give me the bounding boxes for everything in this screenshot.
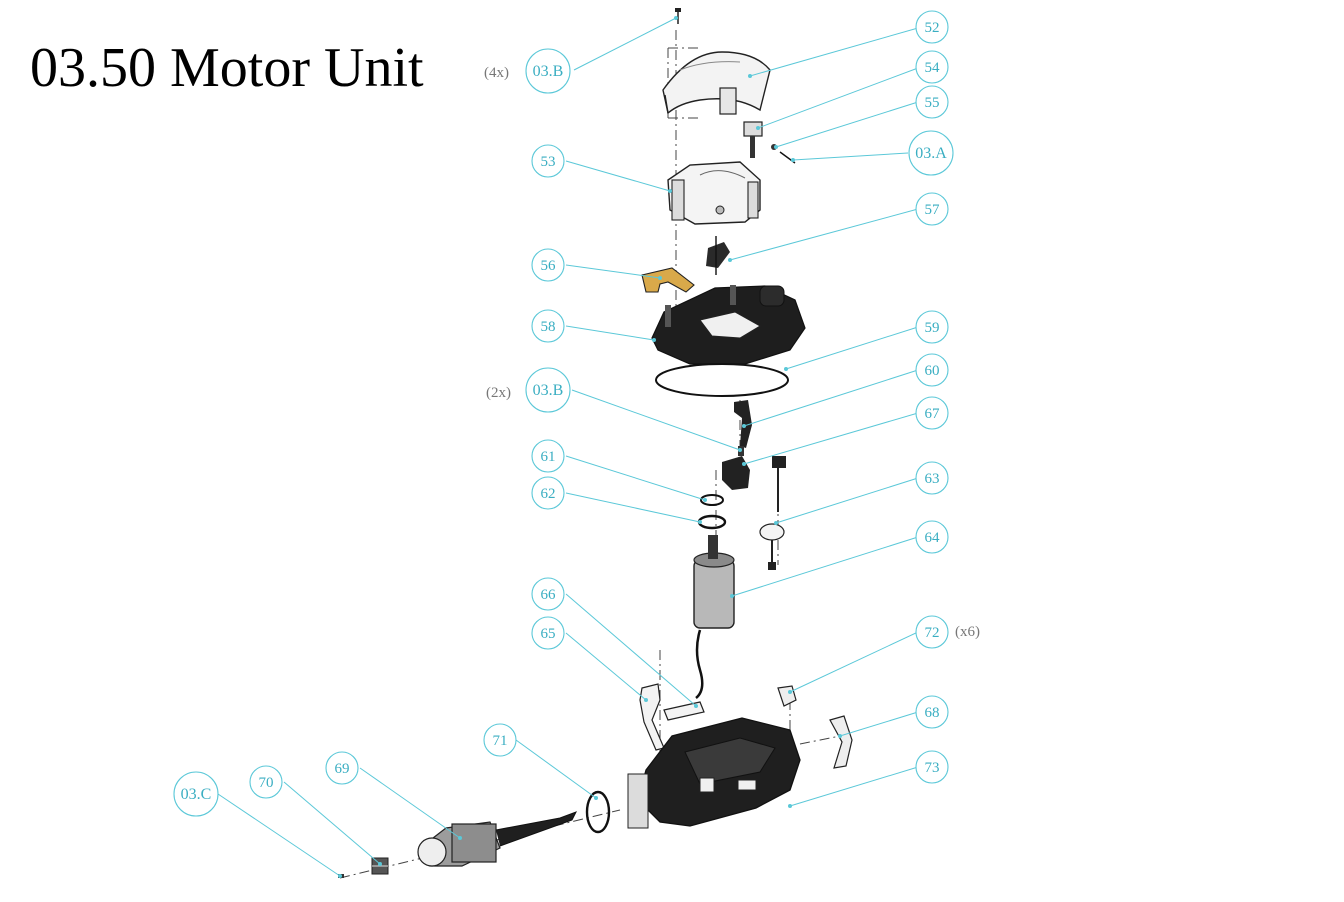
callout-60-label: 60 [925,363,940,379]
callout-72-label: 72 [925,625,940,641]
part-59-o-ring [655,363,789,397]
callout-64-label: 64 [925,530,941,546]
callout-58[interactable]: 58 [531,309,565,343]
callout-54-label: 54 [925,60,941,76]
callout-65-label: 65 [541,626,556,642]
callout-67-label: 67 [925,406,941,422]
callout-73-label: 73 [925,760,940,776]
callout-57-label: 57 [925,202,941,218]
callout-62[interactable]: 62 [531,476,565,510]
callout-66-label: 66 [541,587,557,603]
callout-68-label: 68 [925,705,940,721]
part-58-plate [651,285,806,365]
callout-64[interactable]: 64 [915,520,949,554]
part-66-plate [663,701,705,721]
callout-53[interactable]: 53 [531,144,565,178]
quantity-03b-mid: (2x) [486,385,511,401]
leader-dots [338,16,842,878]
callout-61-label: 61 [541,449,556,465]
part-53-housing [667,161,761,225]
callout-57[interactable]: 57 [915,192,949,226]
callout-69[interactable]: 69 [325,751,359,785]
callout-61[interactable]: 61 [531,439,565,473]
callout-71[interactable]: 71 [483,723,517,757]
callout-71-label: 71 [493,733,508,749]
callout-59-label: 59 [925,320,940,336]
callout-69-label: 69 [335,761,350,777]
quantity-72: (x6) [955,624,980,640]
callout-52[interactable]: 52 [915,10,949,44]
callout-52-label: 52 [925,20,940,36]
part-67-switch [722,446,750,490]
callout-70[interactable]: 70 [249,765,283,799]
callout-03b-mid-label: 03.B [533,382,564,399]
part-71-ring [585,790,611,834]
callout-53-label: 53 [541,154,556,170]
part-72-clip [777,685,797,707]
leader-lines [217,17,919,877]
callout-03a-label: 03.A [915,145,947,162]
callout-03b-mid[interactable]: 03.B [525,367,571,413]
part-52-cover [662,51,771,115]
part-63-sensor [759,456,786,570]
callout-56-label: 56 [541,258,557,274]
part-69-pump [417,811,578,867]
callout-68[interactable]: 68 [915,695,949,729]
callout-03b-top-label: 03.B [533,63,564,80]
callout-55[interactable]: 55 [915,85,949,119]
part-68-bracket [829,715,853,769]
part-64-motor [693,535,735,699]
part-62-ring [697,514,727,530]
callout-59[interactable]: 59 [915,310,949,344]
callout-03c-label: 03.C [181,786,212,803]
callout-73[interactable]: 73 [915,750,949,784]
part-56-gasket [641,267,695,293]
callout-03c[interactable]: 03.C [173,771,219,817]
callout-72[interactable]: 72 [915,615,949,649]
callout-03b-top[interactable]: 03.B [525,48,571,94]
callout-65[interactable]: 65 [531,616,565,650]
callout-55-label: 55 [925,95,940,111]
callout-67[interactable]: 67 [915,396,949,430]
page-title: 03.50 Motor Unit [30,37,424,99]
callout-58-label: 58 [541,319,556,335]
part-60-clip [734,400,752,448]
callout-03a[interactable]: 03.A [908,130,954,176]
top-screw [675,8,681,24]
quantity-03b-top: (4x) [484,65,509,81]
callout-62-label: 62 [541,486,556,502]
callout-54[interactable]: 54 [915,50,949,84]
callout-66[interactable]: 66 [531,577,565,611]
callout-60[interactable]: 60 [915,353,949,387]
callout-63[interactable]: 63 [915,461,949,495]
callout-56[interactable]: 56 [531,248,565,282]
callout-63-label: 63 [925,471,940,487]
part-54-bracket [743,121,763,158]
part-73-base [627,717,801,829]
part-57-impeller [706,236,730,275]
part-61-ring [700,494,724,506]
callout-70-label: 70 [259,775,274,791]
